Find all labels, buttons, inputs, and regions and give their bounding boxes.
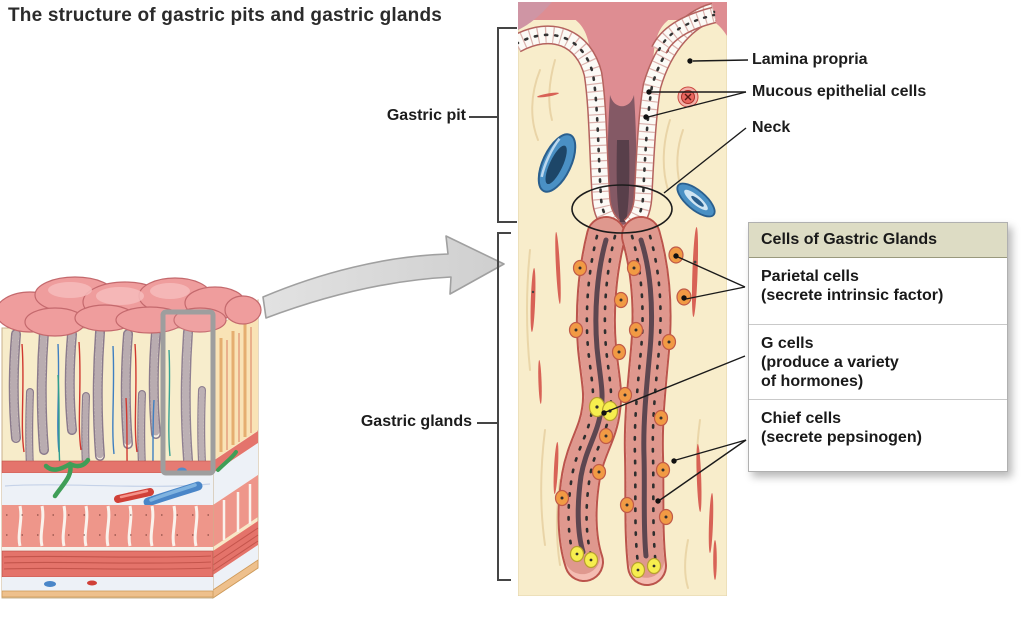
zoom-arrow [262,235,505,319]
gastric-gland-right [621,216,672,586]
cells-box-entry-line: (produce a variety [761,354,899,371]
cells-box-entry-line: Parietal cells [761,268,859,285]
parietal-cells [554,246,692,526]
cells-box-entry-chief: Chief cells (secrete pepsinogen) [749,399,1007,472]
cells-box-entry-g-cells: G cells (produce a variety of hormones) [749,324,1007,399]
cells-box-entry-line: (secrete intrinsic factor) [761,287,944,304]
cells-of-gastric-glands-box: Cells of Gastric Glands Parietal cells (… [748,222,1008,472]
epithelial-cell-row-dome [651,6,717,55]
epithelial-cell-row-left [518,25,621,235]
cells-box-entry-line: Chief cells [761,410,842,427]
gastric-pit-bracket [469,27,517,223]
cells-box-entry-parietal: Parietal cells (secrete intrinsic factor… [749,258,1007,324]
gastric-glands-bracket [477,232,511,581]
label-mucous-epithelial-cells: Mucous epithelial cells [752,83,927,100]
cells-box-entry-line: (secrete pepsinogen) [761,429,922,446]
tissue-block-illustration [0,276,262,599]
cells-box-entry-line: G cells [761,335,814,352]
label-lamina-propria: Lamina propria [752,51,868,68]
neck-ellipse [571,184,673,234]
leader-dots [601,58,693,504]
capillary [677,86,699,108]
blood-vessel-right [676,182,716,218]
highlight-rectangle [160,309,216,476]
block-side-face [212,299,259,599]
magnified-view [518,2,727,596]
label-gastric-glands: Gastric glands [360,413,472,430]
label-gastric-pit: Gastric pit [386,107,466,124]
block-serosa-layer [1,590,214,598]
block-top-surface [0,276,262,337]
block-circular-muscle-layer [1,550,214,578]
block-subserosa-layer [2,577,213,591]
leader-lines [605,59,749,501]
muscle-fibers [530,92,717,580]
block-vessels [21,341,171,497]
label-neck: Neck [752,119,791,136]
block-submucosa-layer [2,450,238,507]
g-cells [569,396,662,579]
cells-box-title: Cells of Gastric Glands [749,223,1007,258]
block-oblique-muscle-layer [2,505,213,551]
page-title: The structure of gastric pits and gastri… [8,5,443,26]
blood-vessel-left [537,133,577,193]
cells-box-entry-line: of hormones) [761,373,864,390]
